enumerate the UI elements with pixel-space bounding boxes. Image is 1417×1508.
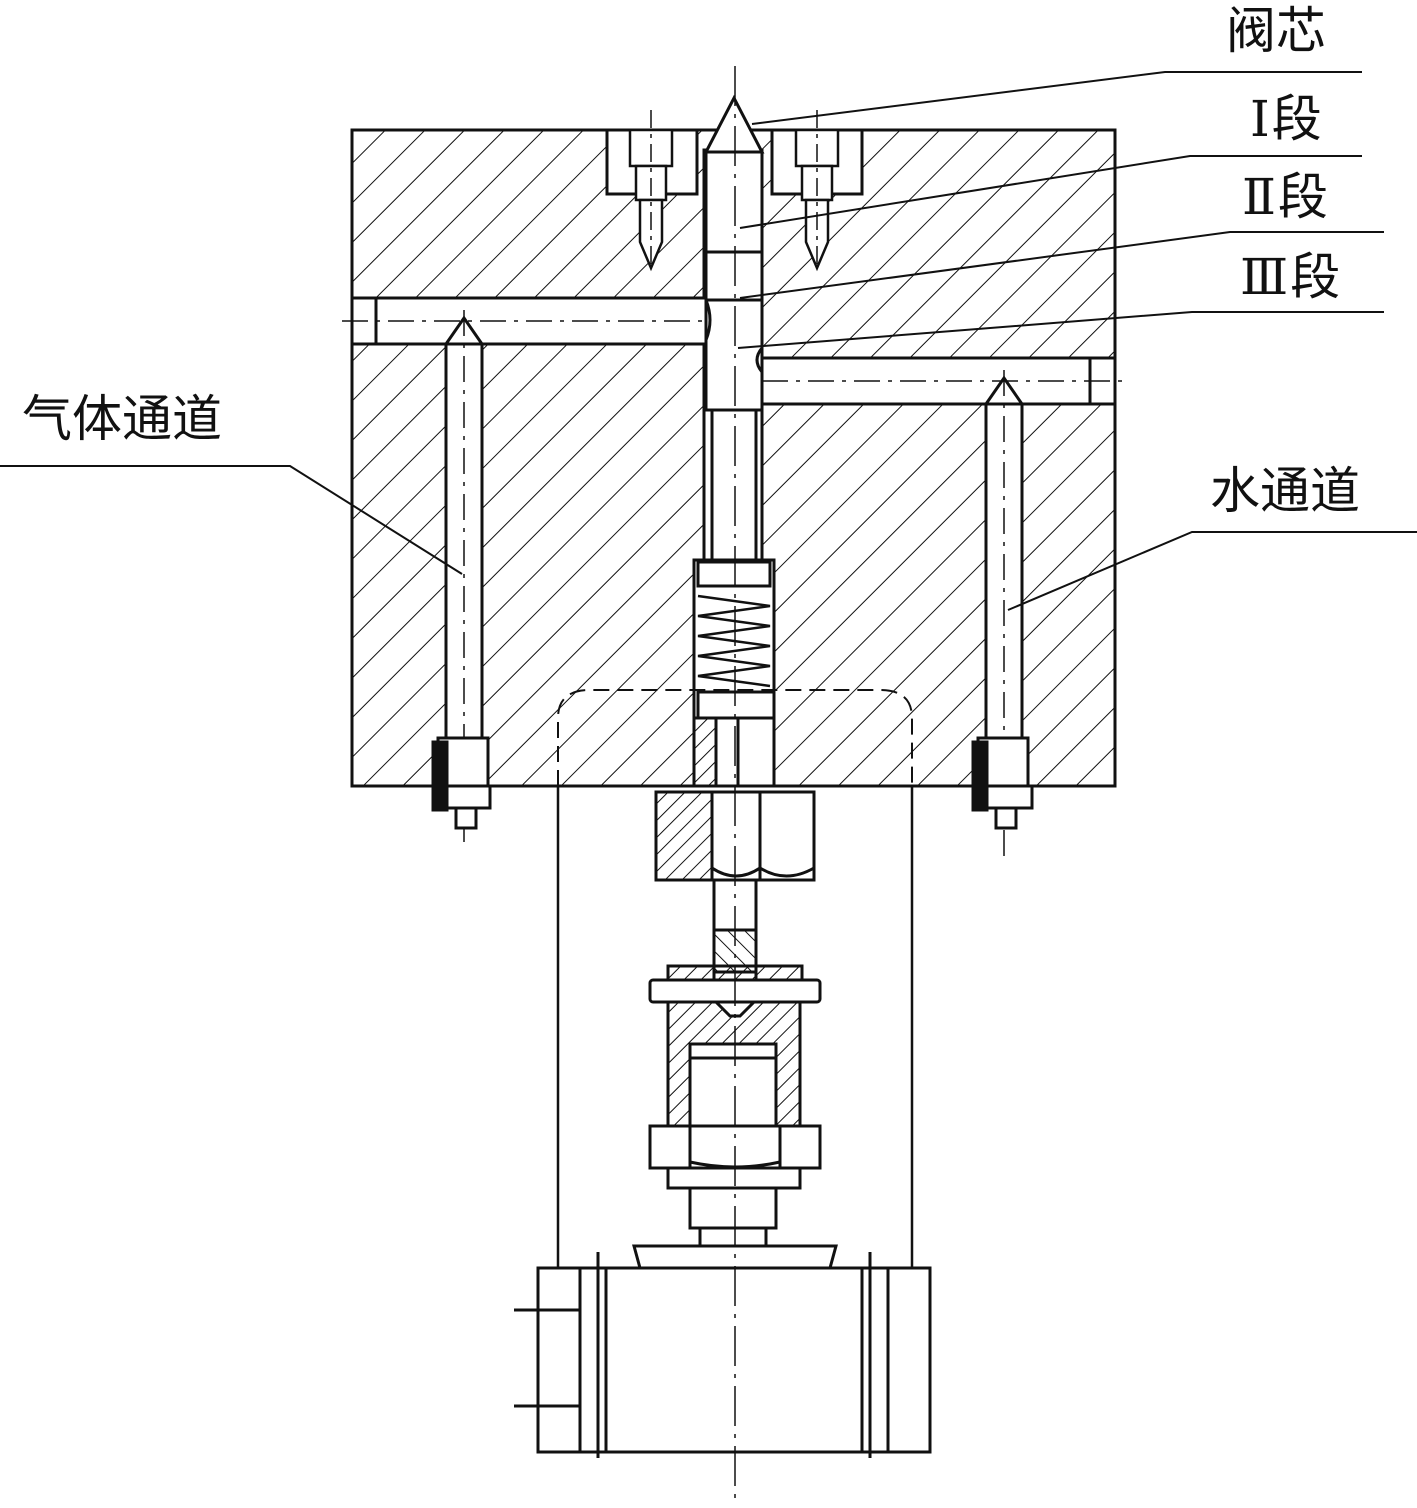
- spring-chamber: [692, 558, 776, 788]
- spring-icon: [697, 594, 771, 688]
- leader-section-2: [739, 231, 1384, 299]
- leader-gas-channel: [0, 465, 463, 575]
- label-section-2: Ⅱ段: [1242, 168, 1330, 226]
- bracket-posts: [556, 786, 914, 1268]
- label-section-1: Ⅰ段: [1250, 90, 1324, 148]
- bracket-hidden-outline: [557, 689, 913, 786]
- water-channel-bottom-fitting: [971, 736, 1034, 830]
- gas-channel-bottom-fitting: [431, 736, 492, 830]
- leader-water-channel: [1007, 531, 1417, 611]
- top-screw-left: [628, 110, 674, 272]
- top-screw-right: [794, 110, 840, 272]
- label-valve-core: 阀芯: [1226, 2, 1326, 60]
- leader-lines: [0, 71, 1417, 611]
- gas-channel-passage: [342, 296, 708, 845]
- actuator-body: [514, 1252, 932, 1458]
- label-water-channel: 水通道: [1210, 462, 1360, 520]
- leader-section-1: [739, 155, 1362, 229]
- valve-core: [703, 94, 765, 562]
- leader-valve-core: [751, 71, 1362, 125]
- leader-section-3: [737, 311, 1384, 349]
- coupling-body: [666, 1000, 802, 1128]
- water-channel-passage: [760, 356, 1125, 858]
- label-gas-channel: 气体通道: [22, 390, 222, 448]
- label-section-3: Ⅲ段: [1240, 248, 1343, 306]
